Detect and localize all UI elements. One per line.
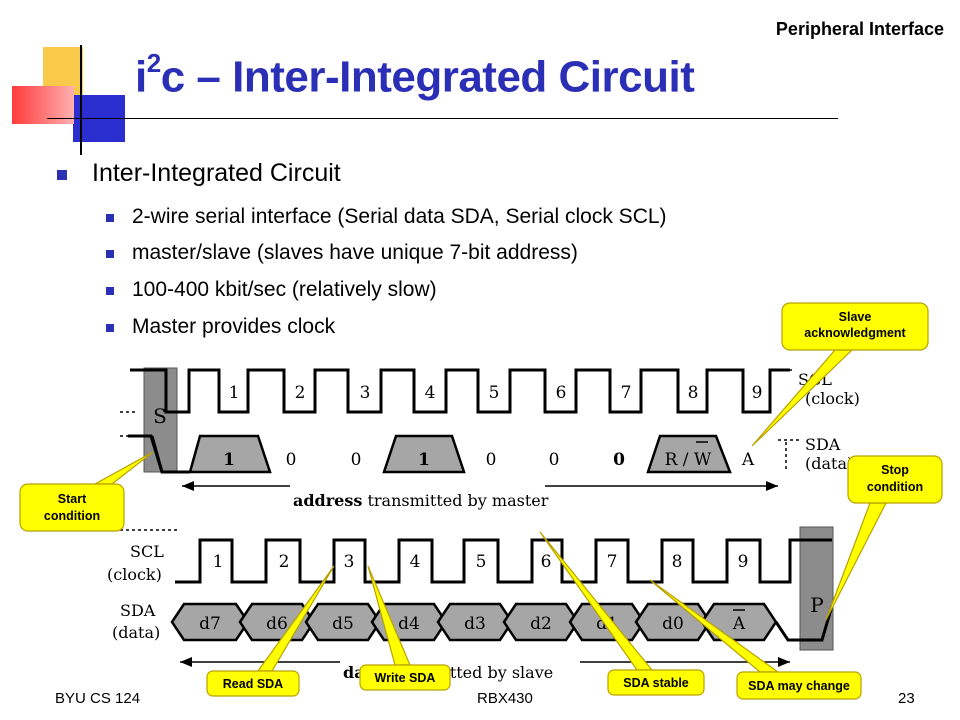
bullet-marker	[106, 214, 114, 222]
top-sda-sublabel: (data)	[805, 454, 853, 473]
clock-number: 1	[229, 383, 240, 403]
data-bit: A	[732, 614, 746, 634]
data-bit: d3	[464, 614, 486, 634]
start-label: S	[153, 404, 167, 428]
bottom-clock-numbers: 1 2 3 4 5 6 7 8 9	[213, 552, 749, 572]
data-bit: 0	[286, 450, 297, 470]
callout-stop-line2: condition	[867, 480, 923, 494]
callout-sda-may-change-text: SDA may change	[748, 679, 850, 693]
logo-vertical-line	[80, 45, 82, 155]
callout-stop-line1: Stop	[881, 463, 909, 477]
top-scl-sublabel: (clock)	[805, 389, 860, 408]
sub-bullet: 2-wire serial interface (Serial data SDA…	[132, 205, 667, 228]
slide-title: i2c – Inter-Integrated Circuit	[135, 48, 695, 102]
callout-sda-stable	[607, 669, 705, 696]
bottom-sda-label: SDA	[120, 601, 156, 620]
stop-label: P	[810, 593, 823, 617]
bottom-data-bits: d7 d6 d5 d4 d3 d2 d1 d0 A	[199, 614, 746, 634]
clock-number: 3	[360, 383, 371, 403]
clock-number: 1	[213, 552, 224, 572]
top-data-bits: 1 0 0 1 0 0 0 R / W A	[223, 450, 755, 470]
data-bit: 1	[418, 450, 430, 470]
sub-bullet: master/slave (slaves have unique 7-bit a…	[132, 241, 578, 264]
sub-bullet: 100-400 kbit/sec (relatively slow)	[132, 278, 437, 301]
footer-page-number: 23	[898, 690, 915, 707]
clock-number: 8	[672, 552, 683, 572]
clock-number: 4	[410, 552, 421, 572]
clock-number: 9	[738, 552, 749, 572]
data-bit: d2	[530, 614, 552, 634]
data-bit: 0	[351, 450, 362, 470]
callout-sda-may-change	[736, 671, 862, 700]
callout-slave-acknowledgment	[781, 302, 929, 351]
data-bit: 0	[613, 450, 625, 470]
callout-read-sda	[206, 670, 300, 697]
clock-number: 3	[344, 552, 355, 572]
top-sda-label: SDA	[805, 435, 841, 454]
bottom-scl-sublabel: (clock)	[107, 565, 162, 584]
top-sda-pulse	[188, 434, 272, 474]
bullet-marker	[57, 170, 67, 180]
callout-write-sda	[359, 664, 451, 691]
clock-number: 2	[295, 383, 306, 403]
bullet-marker	[106, 250, 114, 258]
bullet-main: Inter-Integrated Circuit	[92, 159, 341, 187]
top-scl-waveform	[130, 368, 790, 414]
address-span-label: address transmitted by master	[293, 491, 549, 510]
data-bit: d7	[199, 614, 221, 634]
clock-number: 6	[556, 383, 567, 403]
section-header: Peripheral Interface	[775, 19, 944, 39]
bottom-scl-waveform	[175, 538, 832, 584]
bullet-marker	[106, 287, 114, 295]
clock-number: 5	[476, 552, 487, 572]
clock-number: 7	[621, 383, 632, 403]
logo-red-block	[12, 86, 74, 124]
clock-number: 8	[688, 383, 699, 403]
data-bit: 0	[486, 450, 497, 470]
callout-slave-ack-line2: acknowledgment	[804, 326, 906, 340]
clock-number: 7	[607, 552, 618, 572]
title-rule	[48, 118, 838, 119]
clock-number: 2	[279, 552, 290, 572]
clock-number: 4	[425, 383, 436, 403]
bullet-marker	[106, 324, 114, 332]
callout-start-line1: Start	[58, 492, 87, 506]
bottom-sda-cells	[170, 602, 834, 642]
callout-write-sda-text: Write SDA	[375, 671, 436, 685]
data-bit: d4	[398, 614, 420, 634]
data-bit: d5	[332, 614, 354, 634]
callout-start-line2: condition	[44, 509, 100, 523]
clock-number: 6	[541, 552, 552, 572]
data-bit: A	[741, 450, 755, 470]
top-sda-pulse	[382, 434, 466, 474]
clock-number: 5	[489, 383, 500, 403]
data-bit: d6	[266, 614, 288, 634]
callout-read-sda-text: Read SDA	[223, 677, 283, 691]
footer-center: RBX430	[477, 690, 533, 707]
data-bit: 0	[549, 450, 560, 470]
bottom-scl-label: SCL	[130, 542, 164, 561]
footer-course: BYU CS 124	[55, 690, 141, 707]
address-span-arrow: address transmitted by master	[182, 478, 778, 510]
clock-number: 9	[752, 383, 763, 403]
data-bit: d0	[662, 614, 684, 634]
sub-bullet: Master provides clock	[132, 315, 336, 338]
top-clock-numbers: 1 2 3 4 5 6 7 8 9	[229, 383, 763, 403]
data-bit: R / W	[665, 450, 712, 470]
data-bit: 1	[223, 450, 235, 470]
callout-slave-ack-line1: Slave	[839, 310, 872, 324]
callout-start-condition	[19, 483, 125, 532]
stop-condition-frame	[799, 526, 834, 651]
bottom-sda-sublabel: (data)	[112, 623, 160, 642]
callout-sda-stable-text: SDA stable	[623, 676, 689, 690]
top-sda-pulse	[646, 434, 732, 474]
callout-stop-condition	[847, 455, 943, 504]
